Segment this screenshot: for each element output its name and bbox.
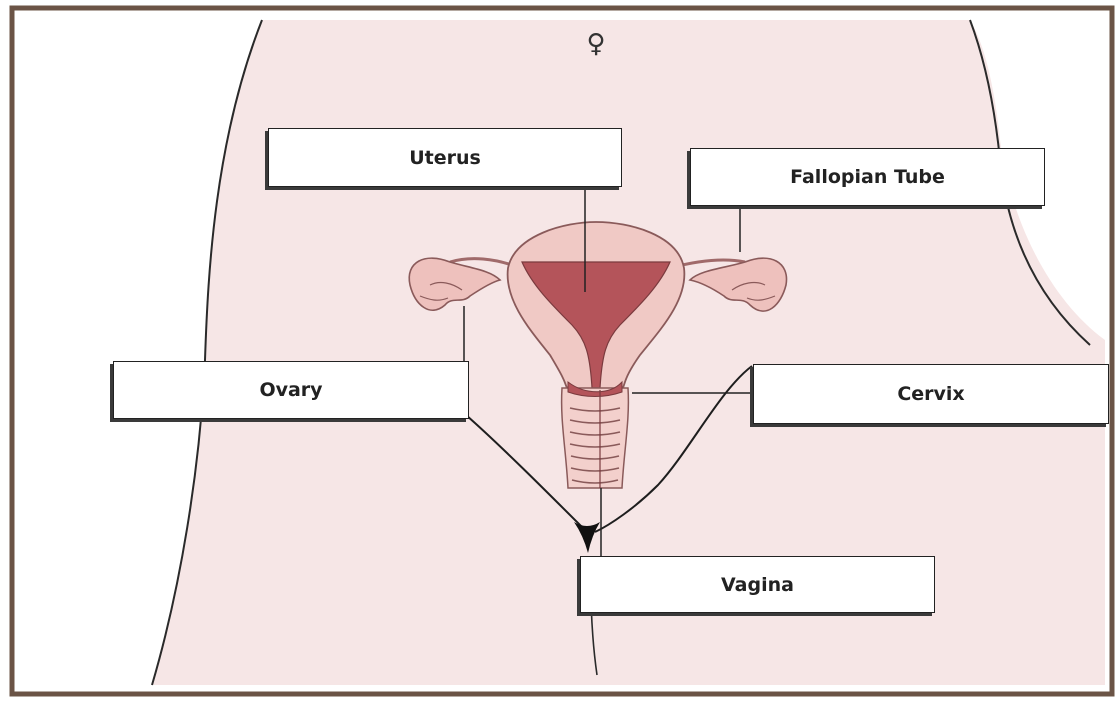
female-symbol: ♀ <box>586 29 605 59</box>
label-fallopian-tube: Fallopian Tube <box>690 148 1045 206</box>
label-vagina: Vagina <box>580 556 935 613</box>
label-uterus: Uterus <box>268 128 622 187</box>
label-cervix: Cervix <box>753 364 1109 424</box>
label-ovary: Ovary <box>113 361 469 419</box>
cervix-canal <box>562 388 629 488</box>
